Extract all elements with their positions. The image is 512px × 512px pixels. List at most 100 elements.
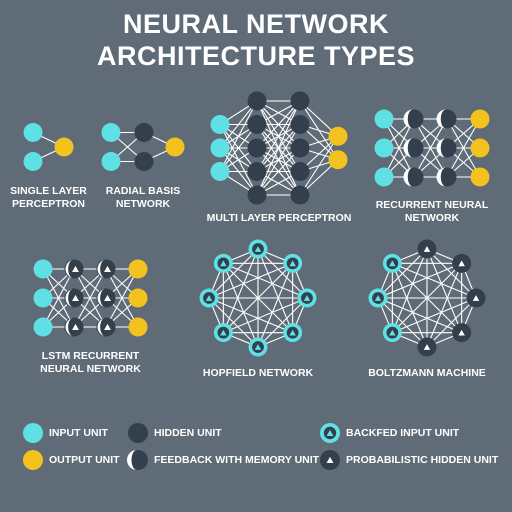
connection-line	[446, 118, 481, 178]
feedback-memory-node	[403, 167, 424, 187]
output-node	[165, 137, 185, 157]
connection-line	[391, 263, 428, 348]
input-node	[210, 162, 230, 181]
radial-basis-network-label-line: RADIAL BASIS	[105, 185, 181, 197]
hidden-node	[290, 162, 310, 181]
probabilistic-hidden-node	[466, 288, 486, 308]
backfed-input-node	[382, 323, 402, 343]
page-title-line-2: ARCHITECTURE TYPES	[96, 41, 416, 71]
hidden-node	[247, 185, 267, 205]
output-node	[328, 126, 348, 146]
radial-basis-network-units	[101, 123, 185, 171]
hidden-node	[290, 138, 310, 158]
probabilistic-hidden-node	[417, 239, 437, 259]
hopfield-network-connections	[208, 248, 308, 348]
recurrent-neural-network-label-line: NETWORK	[404, 212, 460, 224]
memory-cell-node	[64, 259, 84, 279]
input-node	[23, 152, 43, 171]
single-layer-perceptron-label-line: PERCEPTRON	[12, 198, 85, 210]
hidden-node	[290, 115, 310, 134]
legend-label-input: INPUT UNIT	[49, 427, 108, 439]
hopfield-network-units	[199, 239, 317, 357]
single-layer-perceptron-label-line: SINGLE LAYER	[10, 185, 87, 197]
memory-cell-node	[64, 288, 84, 308]
lstm-recurrent-neural-network-diagram	[33, 259, 148, 337]
connection-line	[256, 100, 301, 196]
multi-layer-perceptron-diagram	[210, 91, 348, 205]
recurrent-neural-network-diagram	[374, 109, 490, 187]
backfed-input-node	[283, 323, 303, 343]
input-node	[101, 152, 121, 171]
output-node	[470, 138, 490, 158]
output-node	[128, 317, 148, 337]
probabilistic-hidden-node	[320, 450, 340, 470]
legend-label-output: OUTPUT UNIT	[49, 454, 120, 466]
backfed-input-node	[283, 253, 303, 273]
connection-line	[391, 262, 463, 334]
output-node	[54, 137, 74, 157]
legend-label-probabilistic-hidden: PROBABILISTIC HIDDEN UNIT	[346, 454, 499, 466]
legend-symbols	[23, 423, 340, 470]
connection-line	[392, 262, 477, 299]
connection-line	[413, 118, 448, 178]
output-node	[128, 288, 148, 308]
connection-line	[219, 100, 258, 149]
connection-line	[377, 297, 428, 348]
connection-line	[208, 297, 259, 348]
connection-line	[219, 124, 258, 172]
hidden-node	[290, 91, 310, 111]
hidden-node	[247, 162, 267, 181]
multi-layer-perceptron-label: MULTI LAYER PERCEPTRON	[194, 212, 364, 225]
hopfield-network-diagram	[199, 239, 317, 357]
connection-line	[299, 135, 339, 196]
lstm-recurrent-neural-network-units	[33, 259, 148, 337]
hopfield-network-label-line: HOPFIELD NETWORK	[202, 367, 314, 379]
output-node	[328, 150, 348, 170]
hidden-node	[247, 91, 267, 111]
feedback-memory-node	[436, 109, 457, 129]
recurrent-neural-network-label-line: RECURRENT NEURAL	[375, 199, 489, 211]
output-node	[470, 109, 490, 129]
legend-label-hidden: HIDDEN UNIT	[154, 427, 222, 439]
output-node	[128, 259, 148, 279]
backfed-input-node	[297, 288, 317, 308]
output-node	[470, 167, 490, 187]
input-node	[101, 123, 121, 142]
boltzmann-machine-diagram	[368, 239, 486, 357]
input-node	[33, 317, 53, 337]
feedback-memory-node	[436, 138, 457, 158]
connection-line	[256, 124, 301, 196]
input-node	[210, 115, 230, 134]
connection-line	[73, 268, 107, 328]
boltzmann-machine-units	[368, 239, 486, 357]
legend-label-backfed-input: BACKFED INPUT UNIT	[346, 427, 460, 439]
connection-line	[219, 100, 258, 172]
hidden-node	[247, 115, 267, 134]
hidden-node	[247, 138, 267, 158]
feedback-memory-node	[403, 138, 424, 158]
boltzmann-machine-label-line: BOLTZMANN MACHINE	[368, 367, 486, 379]
hidden-node	[290, 185, 310, 205]
connection-line	[256, 100, 301, 149]
multi-layer-perceptron-units	[210, 91, 348, 205]
memory-cell-node	[96, 259, 116, 279]
hidden-node	[128, 423, 148, 443]
lstm-recurrent-neural-network-connections	[42, 268, 139, 328]
recurrent-neural-network-units	[374, 109, 490, 187]
radial-basis-network-label-line: NETWORK	[115, 198, 171, 210]
feedback-memory-node	[436, 167, 457, 187]
legend-label-feedback-memory: FEEDBACK WITH MEMORY UNIT	[154, 454, 320, 466]
single-layer-perceptron-diagram	[23, 123, 74, 171]
radial-basis-network-diagram	[101, 123, 185, 171]
page-title-line-1: NEURAL NETWORK	[123, 9, 389, 39]
connection-line	[383, 118, 415, 178]
hopfield-network-label: HOPFIELD NETWORK	[183, 367, 333, 380]
boltzmann-machine-label: BOLTZMANN MACHINE	[352, 367, 502, 380]
connection-line	[105, 268, 139, 328]
probabilistic-hidden-node	[452, 323, 472, 343]
backfed-input-node	[382, 253, 402, 273]
input-node	[210, 138, 230, 158]
multi-layer-perceptron-connections	[219, 100, 339, 196]
